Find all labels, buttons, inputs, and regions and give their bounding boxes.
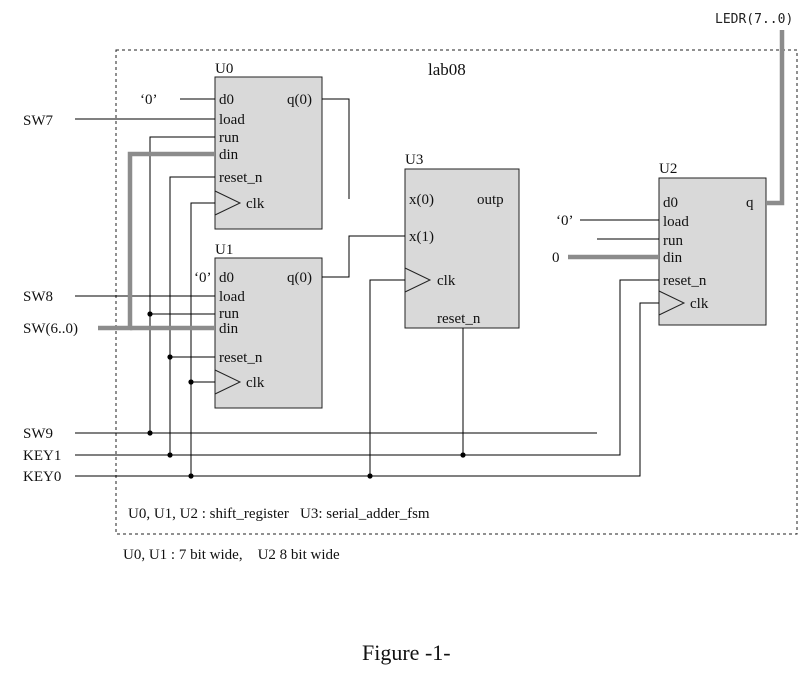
u3-port-x1: x(1): [409, 229, 434, 245]
u0-port-load: load: [219, 112, 245, 128]
u1-port-load: load: [219, 289, 245, 305]
u2-port-run: run: [663, 233, 683, 249]
wires: [75, 98, 659, 477]
input-sw9: SW9: [23, 426, 53, 442]
figure-caption: Figure -1-: [362, 640, 451, 665]
u0-port-din: din: [219, 147, 239, 163]
u2-const-din: 0: [552, 250, 560, 266]
u2-clk-triangle: [658, 290, 686, 316]
u1-port-q: q(0): [287, 270, 312, 286]
u0-clk-triangle: [214, 190, 242, 216]
system-title: lab08: [428, 60, 466, 79]
block-u0: [214, 76, 323, 230]
u0-port-q: q(0): [287, 92, 312, 108]
u2-port-din: din: [663, 250, 683, 266]
u1-port-din: din: [219, 321, 239, 337]
block-u1: [214, 257, 323, 409]
u2-port-reset-n: reset_n: [663, 273, 707, 289]
buses: [98, 30, 785, 331]
u1-port-reset-n: reset_n: [219, 350, 263, 366]
note-bit-widths: U0, U1 : 7 bit wide, U2 8 bit wide: [123, 547, 340, 563]
u2-name: U2: [659, 161, 677, 177]
note-component-types: U0, U1, U2 : shift_register U3: serial_a…: [128, 506, 430, 522]
u3-port-reset-n: reset_n: [437, 311, 481, 327]
system-boundary: [115, 49, 798, 535]
u0-name: U0: [215, 61, 233, 77]
u1-name: U1: [215, 242, 233, 258]
u2-port-d0: d0: [663, 195, 678, 211]
u1-port-clk: clk: [246, 375, 265, 391]
u1-port-d0: d0: [219, 270, 234, 286]
u0-port-reset-n: reset_n: [219, 170, 263, 186]
u1-clk-triangle: [214, 369, 242, 395]
input-sw6-0: SW(6..0): [23, 321, 78, 337]
input-sw7: SW7: [23, 113, 54, 129]
ledr-output-label: LEDR(7..0): [715, 12, 793, 27]
u0-port-clk: clk: [246, 196, 265, 212]
u1-port-run: run: [219, 306, 239, 322]
u3-port-clk: clk: [437, 273, 456, 289]
u3-port-outp: outp: [477, 192, 504, 208]
u0-const-d0: ‘0’: [140, 92, 158, 108]
u2-port-q: q: [746, 195, 754, 211]
u3-clk-triangle: [404, 267, 432, 293]
input-sw8: SW8: [23, 289, 53, 305]
u3-name: U3: [405, 152, 423, 168]
input-key1: KEY1: [23, 448, 61, 464]
u0-port-d0: d0: [219, 92, 234, 108]
u3-port-x0: x(0): [409, 192, 434, 208]
u2-const-d0: ‘0’: [556, 213, 574, 229]
junctions: [147, 311, 466, 479]
block-u2: [658, 177, 767, 326]
u0-port-run: run: [219, 130, 239, 146]
block-u3: [404, 168, 520, 329]
input-key0: KEY0: [23, 469, 61, 485]
u2-port-load: load: [663, 214, 689, 230]
u2-port-clk: clk: [690, 296, 709, 312]
u1-const-d0: ‘0’: [194, 270, 212, 286]
